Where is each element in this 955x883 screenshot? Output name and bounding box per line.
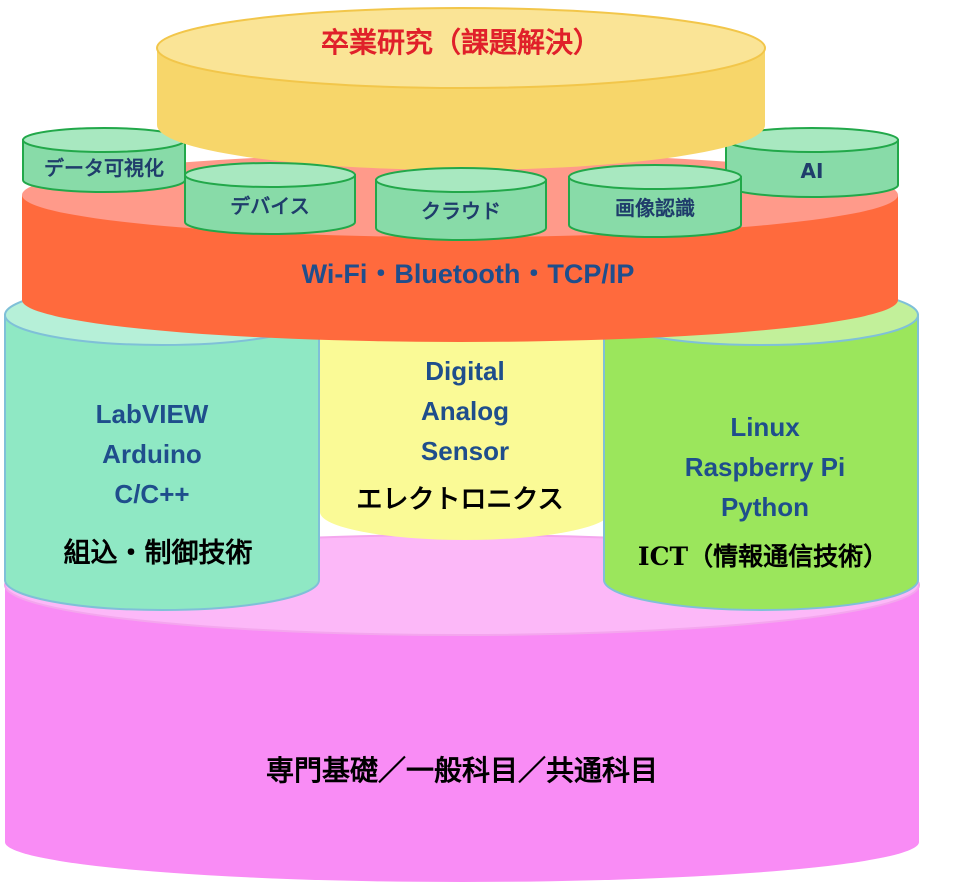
right-pillar-line: Python — [721, 492, 809, 522]
small-cylinder-label: デバイス — [230, 194, 309, 218]
center-pillar-line: Sensor — [421, 436, 509, 466]
small-cylinder-cloud: クラウド — [375, 167, 547, 241]
small-cylinder-device: デバイス — [184, 162, 356, 235]
small-cylinder-label: データ可視化 — [44, 156, 164, 180]
small-cylinder-data-viz: データ可視化 — [22, 127, 186, 193]
center-pillar-caption: エレクトロニクス — [356, 485, 563, 515]
network-label: Wi-Fi・Bluetooth・TCP/IP — [302, 259, 635, 289]
center-pillar-line: Digital — [425, 356, 504, 386]
small-cylinder-label: AI — [801, 159, 824, 183]
top-cylinder: 卒業研究（課題解決） — [156, 7, 766, 170]
base-label: 専門基礎／一般科目／共通科目 — [266, 754, 658, 787]
left-pillar-caption: 組込・制御技術 — [64, 537, 253, 569]
small-cylinder-image-recognition: 画像認識 — [568, 164, 742, 238]
left-pillar-line: C/C++ — [114, 479, 189, 509]
right-pillar-caption: ICT（情報通信技術） — [638, 542, 888, 571]
small-cylinder-label: 画像認識 — [615, 196, 695, 220]
right-pillar-line: Linux — [730, 412, 800, 442]
right-pillar-line: Raspberry Pi — [685, 452, 845, 482]
top-label: 卒業研究（課題解決） — [321, 26, 601, 59]
small-cylinder-ai: AI — [725, 127, 899, 198]
small-cylinder-label: クラウド — [421, 199, 501, 223]
center-pillar: Digital Analog Sensor エレクトロニクス — [320, 315, 610, 540]
left-pillar-line: Arduino — [102, 439, 202, 469]
center-pillar-line: Analog — [421, 396, 509, 426]
left-pillar-line: LabVIEW — [96, 399, 209, 429]
